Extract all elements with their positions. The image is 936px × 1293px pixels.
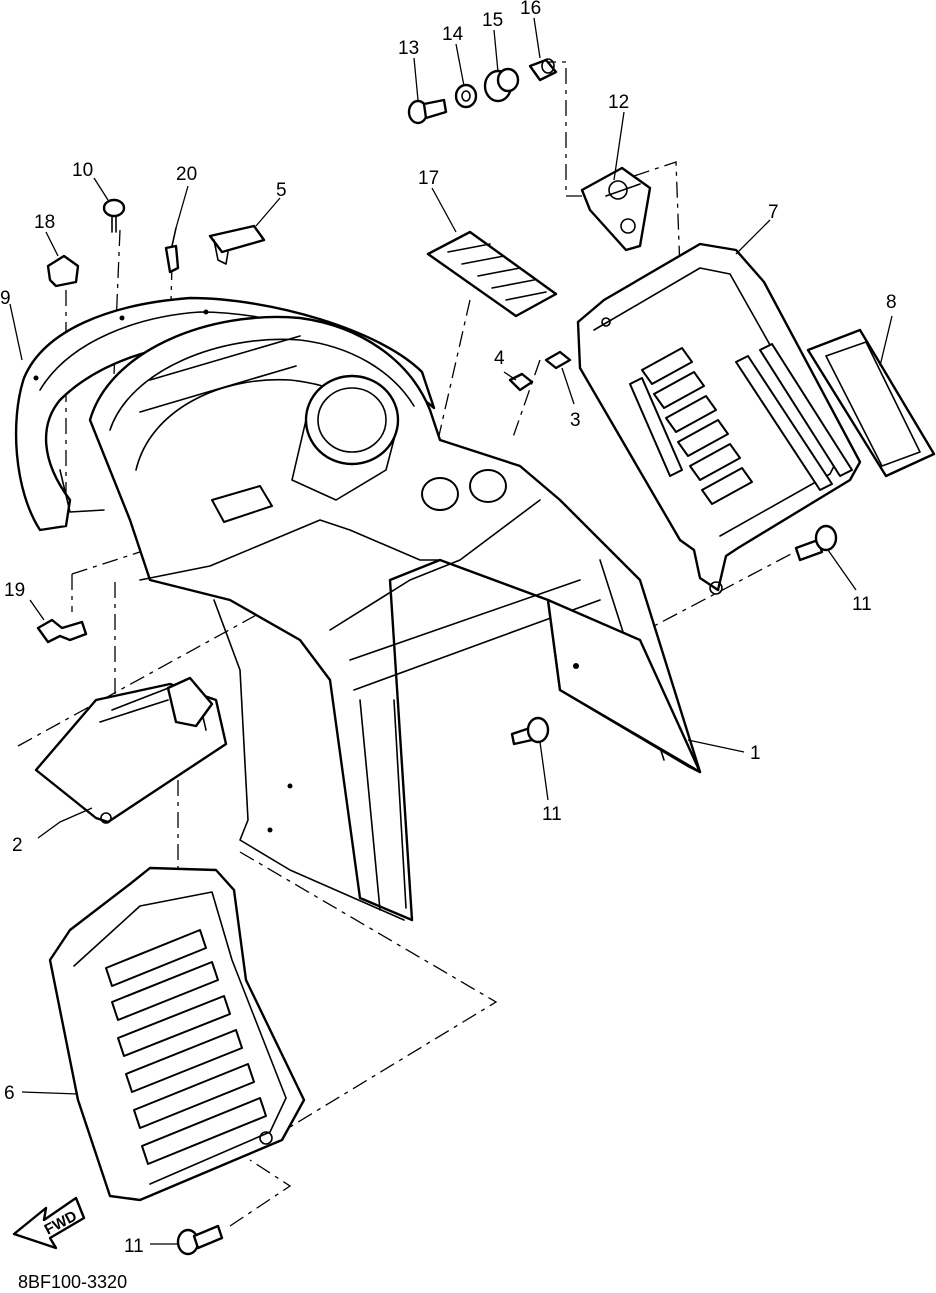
part-15-grommet bbox=[483, 67, 520, 103]
part-10-screw bbox=[102, 198, 126, 233]
callout-4: 4 bbox=[494, 348, 505, 369]
callout-7: 7 bbox=[768, 202, 779, 223]
part-8-side-strip bbox=[806, 328, 936, 478]
drawing-code: 8BF100-3320 bbox=[18, 1272, 127, 1292]
callout-9: 9 bbox=[0, 288, 11, 309]
callout-3: 3 bbox=[570, 410, 581, 431]
callout-2: 2 bbox=[12, 835, 23, 856]
part-11-bolt-upper-right bbox=[794, 524, 838, 562]
callout-13: 13 bbox=[398, 38, 419, 59]
callout-14: 14 bbox=[442, 24, 464, 45]
part-14-washer bbox=[454, 83, 478, 109]
callout-17: 17 bbox=[418, 168, 439, 189]
callout-6: 6 bbox=[4, 1083, 15, 1104]
part-19-cable-clip bbox=[36, 618, 88, 644]
callout-18: 18 bbox=[34, 212, 55, 233]
part-20-rivet bbox=[164, 227, 180, 274]
part-11-bolt-center bbox=[510, 716, 550, 746]
vent-louvers-left bbox=[105, 929, 267, 1165]
part-3-clip bbox=[544, 350, 572, 370]
part-5-clip bbox=[208, 224, 266, 265]
part-12-bracket bbox=[580, 166, 652, 252]
part-16-collar bbox=[528, 58, 558, 82]
part-11-bolt-lower-left bbox=[176, 1224, 224, 1256]
callout-8: 8 bbox=[886, 292, 897, 313]
part-6-left-vented-panel bbox=[48, 866, 306, 1202]
part-7-right-vented-panel bbox=[576, 242, 862, 595]
callout-12: 12 bbox=[608, 92, 629, 113]
callout-20: 20 bbox=[176, 164, 197, 185]
callout-11-lower-left: 11 bbox=[124, 1236, 144, 1257]
callout-5: 5 bbox=[276, 180, 287, 201]
callout-leader-lines bbox=[9, 17, 893, 1245]
callout-16: 16 bbox=[520, 0, 541, 19]
part-4-clip bbox=[508, 372, 534, 392]
callout-10: 10 bbox=[72, 160, 93, 181]
part-13-bolt bbox=[407, 98, 448, 125]
part-2-lower-cover bbox=[34, 676, 228, 824]
callout-1: 1 bbox=[750, 743, 761, 764]
forward-direction-arrow: FWD bbox=[12, 1196, 86, 1250]
callout-labels: 1 2 3 4 5 6 7 8 9 10 11 11 11 12 13 14 1… bbox=[0, 0, 897, 1257]
callout-15: 15 bbox=[482, 10, 503, 31]
part-1-front-body bbox=[88, 315, 702, 922]
vent-louvers-right bbox=[641, 347, 753, 505]
callout-19: 19 bbox=[4, 580, 25, 601]
callout-11-upper-right: 11 bbox=[852, 594, 872, 615]
part-17-grille-plate bbox=[426, 230, 558, 318]
callout-11-center: 11 bbox=[542, 804, 562, 825]
part-18-grommet bbox=[46, 254, 80, 288]
